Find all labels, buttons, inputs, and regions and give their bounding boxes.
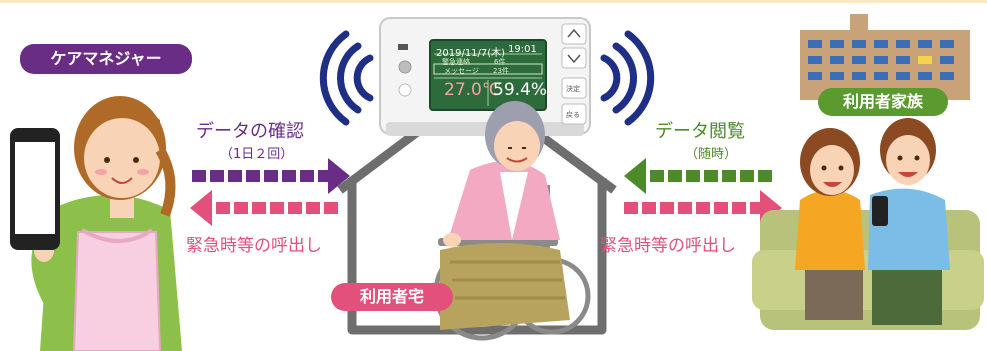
device-temperature: 27.0℃ — [444, 80, 501, 100]
arrow-to-care-data — [192, 158, 350, 194]
wifi-left-icon — [319, 30, 374, 126]
family-emergency-call-label: 緊急時等の呼出し — [600, 236, 736, 256]
family-data-frequency-label: （随時） — [685, 147, 738, 162]
arrow-from-home-care-emergency — [190, 190, 338, 226]
care-manager-badge: ケアマネジャー — [20, 44, 192, 74]
care-data-frequency-label: （1日２回） — [220, 147, 294, 162]
device-date: 2019/11/7(木) — [436, 48, 506, 59]
device-row2-label: メッセージ — [444, 67, 479, 75]
device-back-button-label: 戻る — [566, 111, 580, 119]
arrow-to-family-data — [624, 158, 772, 194]
device-row1-value: 6件 — [494, 58, 506, 66]
wifi-right-icon — [600, 30, 655, 126]
device-row2-value: 23件 — [493, 67, 509, 75]
elderly-user-figure — [433, 101, 591, 341]
device-humidity: 59.4% — [493, 80, 548, 100]
monitor-device — [379, 17, 591, 136]
family-figure — [752, 118, 984, 330]
home-badge: 利用者宅 — [331, 283, 453, 311]
smartphone-icon — [10, 128, 60, 250]
device-ok-button-label: 決定 — [566, 85, 580, 93]
family-badge: 利用者家族 — [818, 88, 948, 116]
arrow-from-home-family-emergency — [624, 190, 782, 226]
family-data-view-label: データ閲覧 — [655, 121, 745, 142]
care-manager-figure — [31, 96, 182, 351]
device-row1-label: 警急連絡 — [442, 58, 470, 66]
top-border — [0, 0, 987, 3]
care-data-check-label: データの確認 — [196, 121, 304, 142]
device-time: 19:01 — [508, 44, 537, 55]
care-emergency-call-label: 緊急時等の呼出し — [186, 236, 322, 256]
